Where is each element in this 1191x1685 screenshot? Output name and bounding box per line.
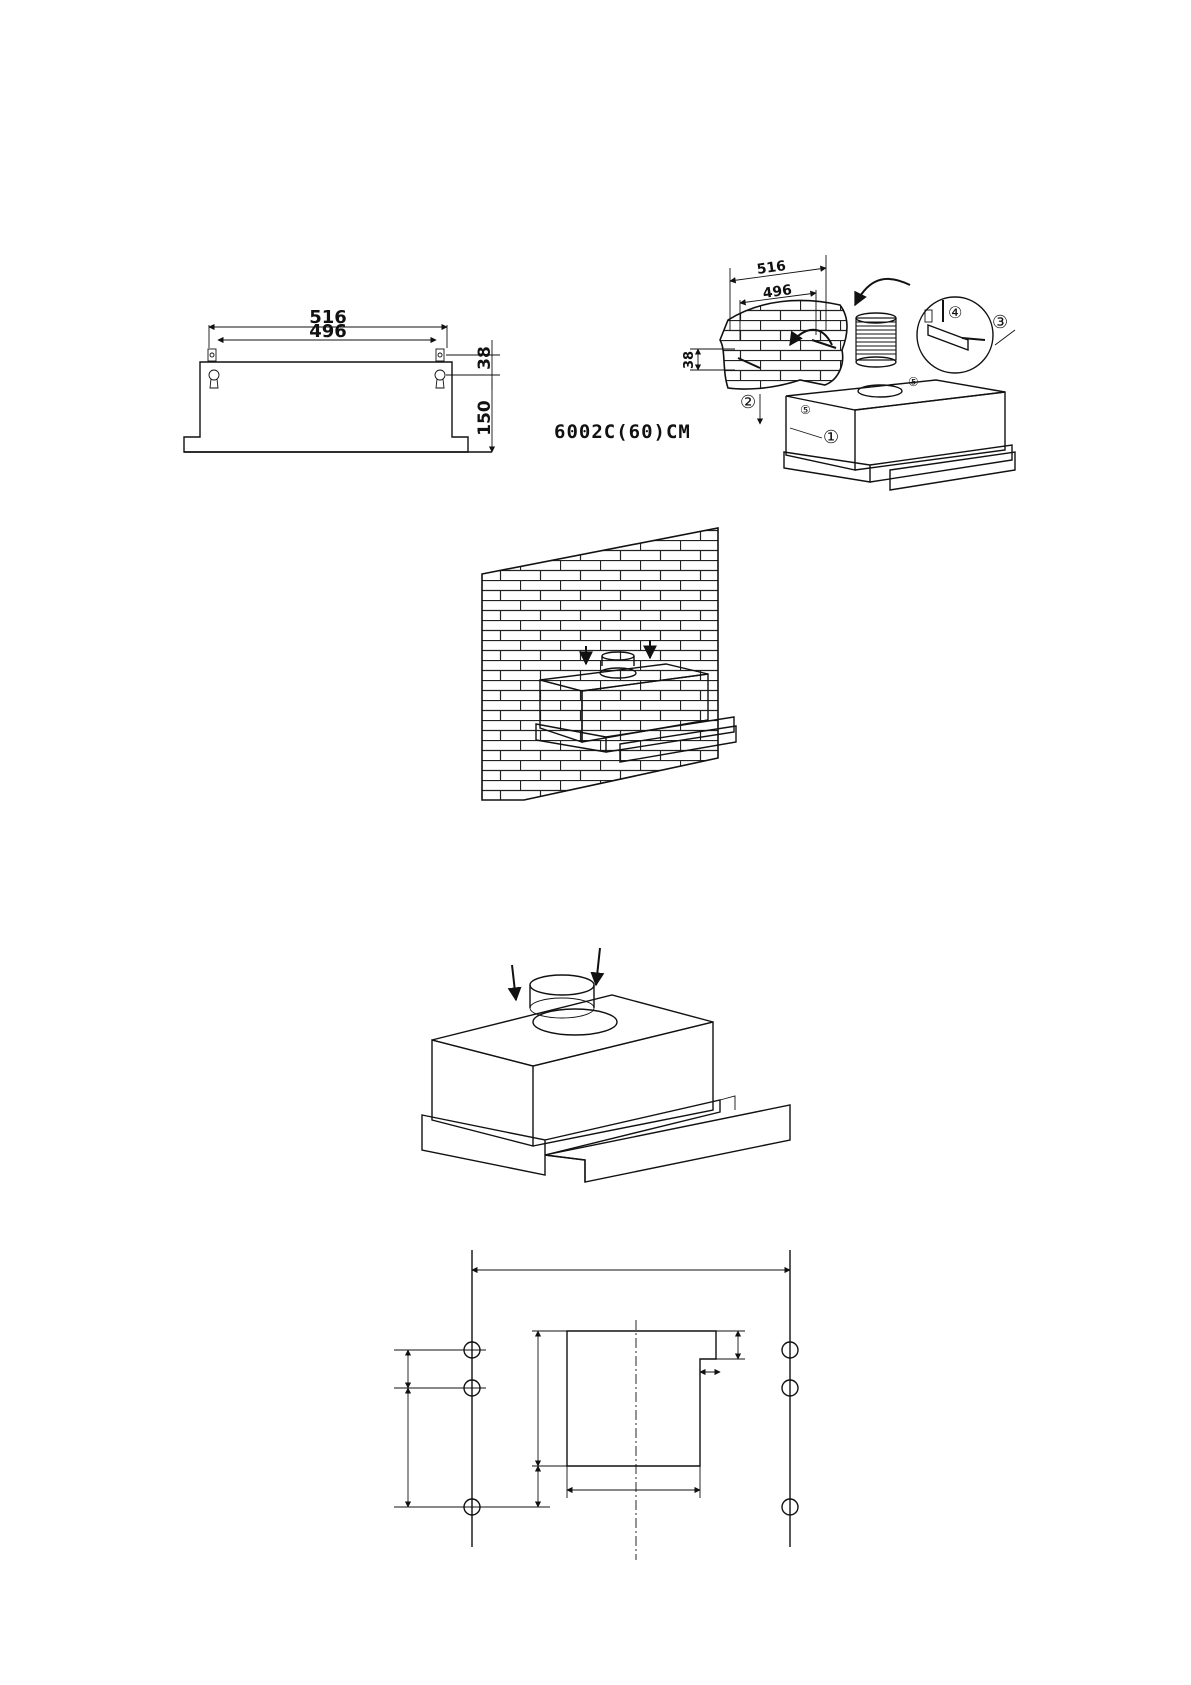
dimension-516-wall: 516 (756, 258, 787, 278)
step-5-label-b: ⑤ (908, 375, 919, 389)
hood-collar-figure (422, 948, 790, 1182)
dimension-38: 38 (475, 346, 495, 370)
keyhole-right (435, 349, 445, 388)
step-1-label: ① (823, 427, 839, 448)
keyhole-left (208, 349, 219, 388)
wall-mount-figure (482, 528, 736, 800)
dimension-38-wall: 38 (682, 351, 697, 369)
hood-unit (784, 380, 1015, 490)
brick-wall (482, 528, 718, 800)
step-5-label: ⑤ (800, 403, 811, 417)
bracket-dimension-figure: 516 496 38 150 (184, 307, 500, 452)
dimension-496: 496 (309, 321, 347, 342)
step-2-label: ② (740, 392, 756, 413)
dimension-496-wall: 496 (762, 282, 793, 302)
cabinet-outline (567, 1331, 716, 1466)
cutout-template-figure (394, 1250, 798, 1560)
exploded-assembly-figure: 516 496 38 (682, 255, 1015, 490)
arrow-icon (512, 965, 516, 1000)
step-4-label: ④ (948, 303, 962, 322)
rotate-arrow-icon (855, 279, 910, 305)
dimension-150: 150 (475, 400, 495, 436)
arrow-icon (596, 948, 600, 985)
flexible-duct (856, 313, 896, 367)
step-3-label: ③ (992, 312, 1008, 333)
model-label: 6002C(60)CM (554, 421, 691, 443)
